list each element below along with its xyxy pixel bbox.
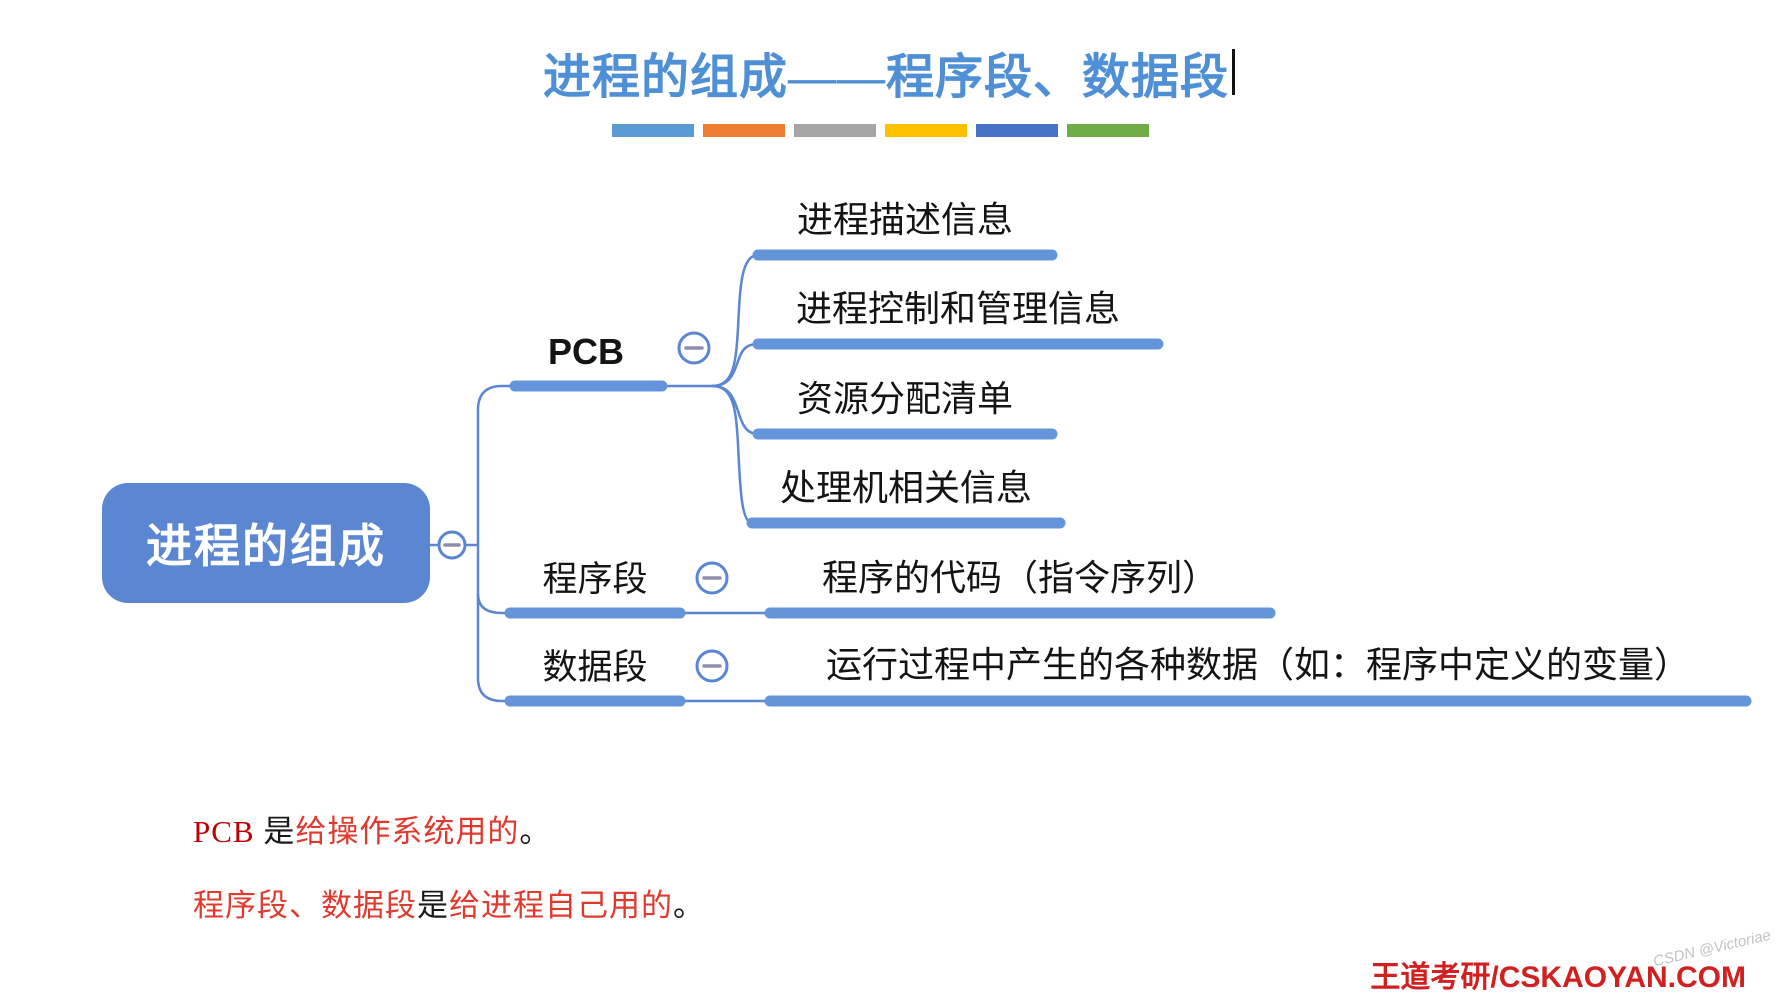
root-node[interactable]: 进程的组成 bbox=[102, 483, 430, 603]
branch-label-pcb[interactable]: PCB bbox=[547, 331, 624, 372]
root-node-label: 进程的组成 bbox=[146, 520, 386, 572]
pcb-child-label-4[interactable]: 处理机相关信息 bbox=[779, 467, 1032, 508]
theme-bar-blue bbox=[612, 124, 694, 137]
note2-part-body: 给进程自己用的 bbox=[449, 888, 673, 923]
note1-part-stop: 。 bbox=[519, 814, 552, 849]
collapse-toggle-program-icon[interactable] bbox=[695, 561, 729, 595]
note2-part-segments: 程序段、数据段 bbox=[193, 888, 417, 923]
note-segments-usage: 程序段、数据段是给进程自己用的。 bbox=[193, 880, 705, 925]
note1-part-pcb: PCB bbox=[193, 814, 264, 849]
fan-curve-1 bbox=[711, 253, 759, 388]
pcb-child-label-2[interactable]: 进程控制和管理信息 bbox=[795, 288, 1120, 329]
branch-underlines bbox=[504, 249, 1752, 707]
trunk-to-program-segment bbox=[476, 593, 510, 615]
theme-bar-gray bbox=[794, 124, 876, 137]
note1-part-shi: 是 bbox=[263, 814, 296, 849]
fan-curve-4 bbox=[711, 384, 753, 525]
collapse-toggle-pcb-icon[interactable] bbox=[677, 331, 711, 365]
theme-bar-orange bbox=[703, 124, 785, 137]
connector-lines bbox=[430, 253, 770, 703]
brand-text: 王道考研/CSKAOYAN.COM bbox=[1370, 961, 1746, 994]
slide-title: 进程的组成——程序段、数据段 bbox=[0, 42, 1778, 104]
branch-label-data-segment[interactable]: 数据段 bbox=[542, 648, 648, 687]
trunk-line bbox=[476, 384, 516, 703]
fan-curve-2 bbox=[711, 342, 759, 388]
theme-bar-gold bbox=[885, 124, 967, 137]
theme-bar-darkblue bbox=[976, 124, 1058, 137]
pcb-child-label-1[interactable]: 进程描述信息 bbox=[796, 199, 1013, 240]
note2-part-stop: 。 bbox=[673, 888, 705, 923]
data-segment-child-label[interactable]: 运行过程中产生的各种数据（如：程序中定义的变量） bbox=[825, 644, 1690, 685]
program-segment-child-label[interactable]: 程序的代码（指令序列） bbox=[821, 557, 1218, 598]
note2-part-shi: 是 bbox=[417, 888, 449, 923]
collapse-toggle-data-icon[interactable] bbox=[695, 649, 729, 683]
text-cursor-caret bbox=[1232, 49, 1235, 95]
slide-title-text: 进程的组成——程序段、数据段 bbox=[542, 51, 1229, 104]
pcb-child-label-3[interactable]: 资源分配清单 bbox=[796, 378, 1013, 419]
theme-bar-green bbox=[1067, 124, 1149, 137]
note1-part-body: 给操作系统用的 bbox=[295, 814, 520, 849]
note-pcb-usage: PCB 是给操作系统用的。 bbox=[193, 806, 551, 851]
branch-label-program-segment[interactable]: 程序段 bbox=[542, 560, 648, 599]
collapse-toggle-root-icon[interactable] bbox=[437, 530, 467, 560]
